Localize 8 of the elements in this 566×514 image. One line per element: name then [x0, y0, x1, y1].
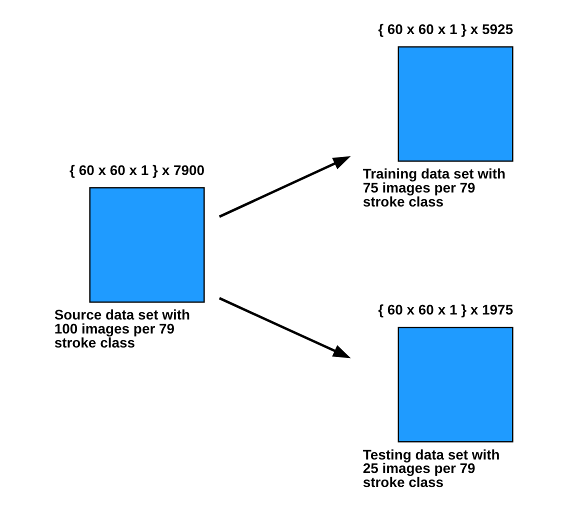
node-label: { 60 x 60 x 1 } x 7900: [69, 162, 204, 178]
node-label: { 60 x 60 x 1 } x 1975: [378, 302, 513, 318]
node-label: Testing data set with 25 images per 79 stroke class: [362, 446, 500, 490]
node-label: { 60 x 60 x 1 } x 5925: [378, 20, 513, 37]
arrow: [218, 297, 350, 358]
node-label: Training data set with 75 images per 79 stroke class: [362, 166, 506, 210]
node-label: Source data set with 100 images per 79 stroke class: [54, 306, 190, 351]
arrow: [218, 156, 350, 218]
